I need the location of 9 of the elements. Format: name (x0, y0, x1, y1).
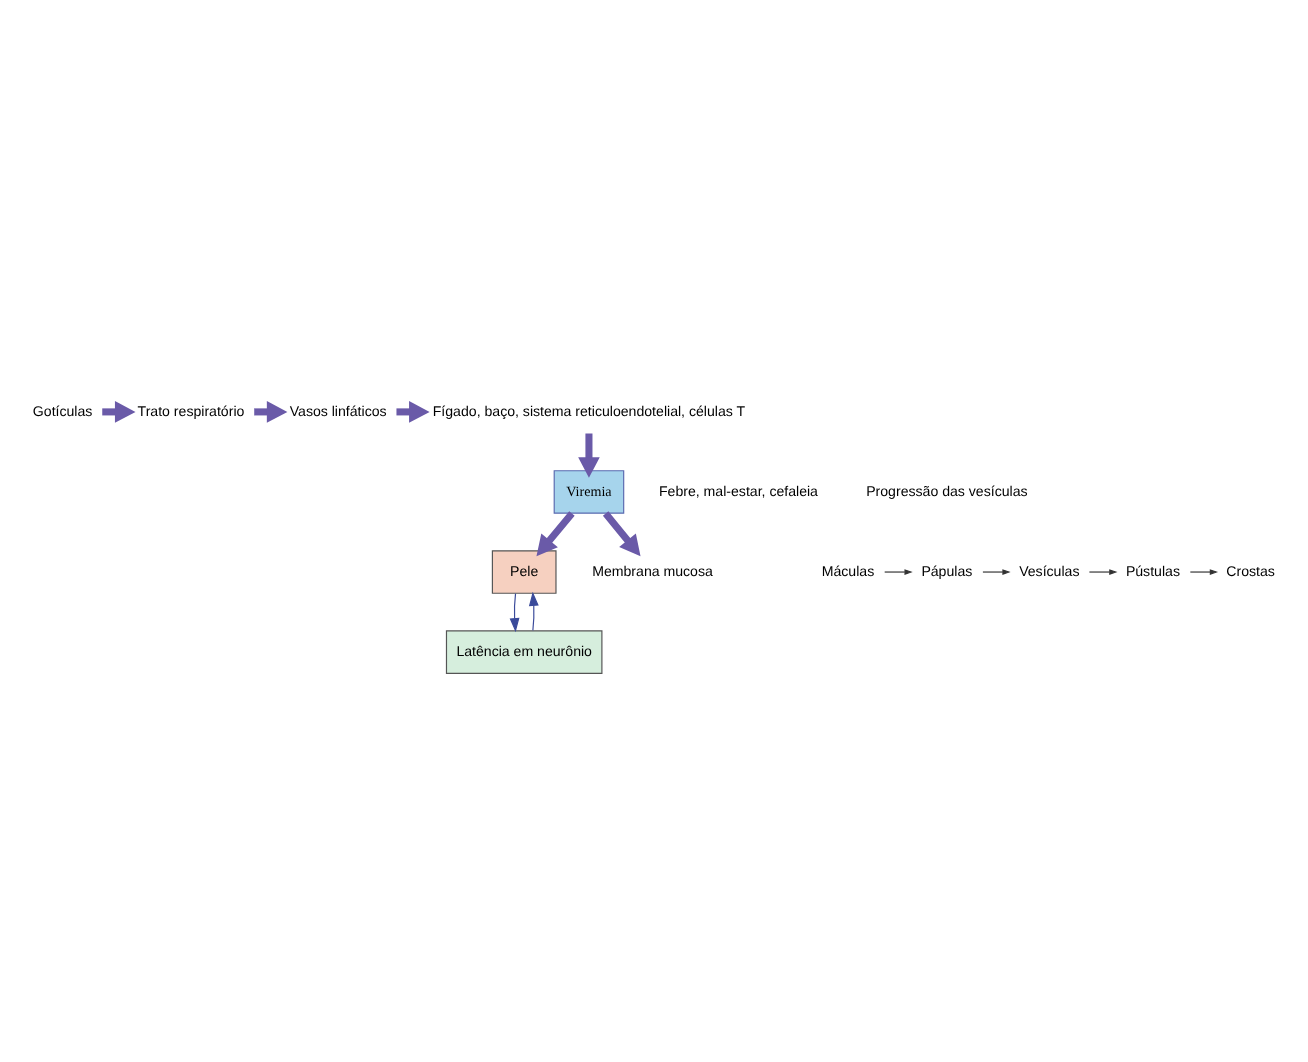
arrow (578, 432, 600, 477)
arrow (509, 592, 520, 632)
arrow (982, 568, 1011, 574)
arrow (1088, 568, 1118, 574)
arrow (1189, 568, 1219, 574)
arrow (884, 568, 913, 574)
arrow (528, 590, 539, 630)
arrow (602, 510, 641, 556)
arrow (536, 510, 575, 556)
